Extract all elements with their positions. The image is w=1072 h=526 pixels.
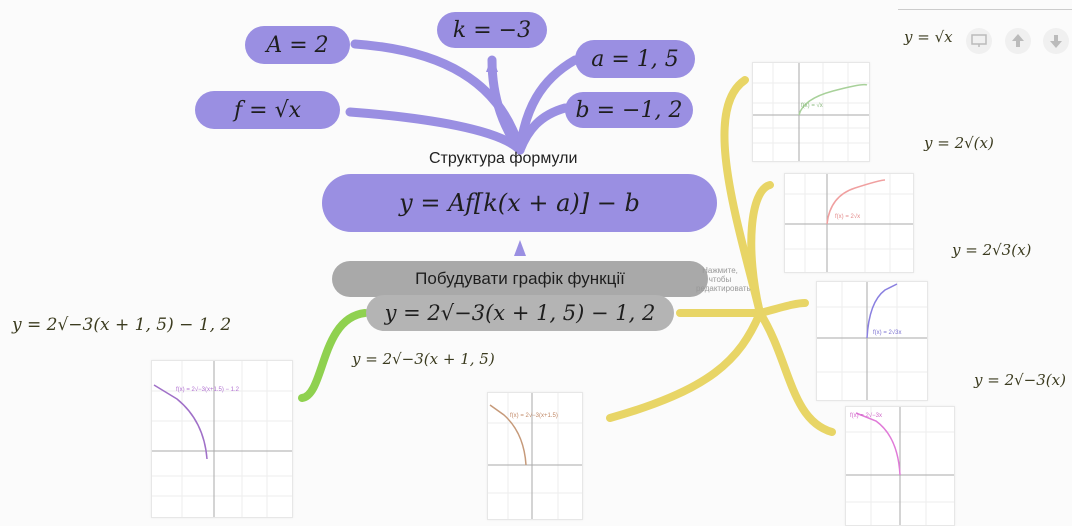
param-b-pill[interactable]: b = −1, 2 xyxy=(565,92,693,128)
thumb-label-1: f(x) = √x xyxy=(801,103,823,109)
edit-hint: Нажмите, чтобы редактировать xyxy=(696,266,751,293)
upload-icon[interactable] xyxy=(1005,28,1031,54)
graph-thumb-2sqrt3[interactable]: f(x) = 2√3x xyxy=(816,281,928,401)
presentation-icon[interactable] xyxy=(966,28,992,54)
graph-thumb-sqrt[interactable]: f(x) = √x xyxy=(752,62,870,162)
thumb-label-2: f(x) = 2√x xyxy=(835,214,861,220)
graph-thumb-final[interactable]: f(x) = 2√−3(x+1.5) − 1.2 xyxy=(151,360,293,518)
structure-formula-box[interactable]: y = Af[k(x + a)] − b xyxy=(322,174,717,232)
build-title: Побудувати графік функції xyxy=(415,269,625,288)
structure-title: Структура формули xyxy=(429,150,578,167)
param-a-pill[interactable]: a = 1, 5 xyxy=(575,40,695,78)
label-right-1: y = 2√(x) xyxy=(924,134,994,152)
thumb-label-3: f(x) = 2√3x xyxy=(873,330,902,336)
graph-thumb-2sqrt[interactable]: f(x) = 2√x xyxy=(784,173,914,273)
label-right-top: y = √x xyxy=(904,28,953,46)
param-A-pill[interactable]: A = 2 xyxy=(245,26,350,64)
build-formula-box[interactable]: y = 2√−3(x + 1, 5) − 1, 2 xyxy=(366,295,674,331)
build-title-box[interactable]: Побудувати графік функції xyxy=(332,261,708,297)
thumb-label-5: f(x) = 2√−3(x+1.5) xyxy=(510,413,558,419)
toolbar-divider xyxy=(898,9,1072,10)
param-f-pill[interactable]: f = √x xyxy=(195,91,340,129)
label-left-main: y = 2√−3(x + 1, 5) − 1, 2 xyxy=(12,315,232,335)
graph-thumb-shifted[interactable]: f(x) = 2√−3(x+1.5) xyxy=(487,392,583,520)
download-icon[interactable] xyxy=(1043,28,1069,54)
thumb-label-4: f(x) = 2√−3x xyxy=(850,413,882,419)
label-right-2: y = 2√3(x) xyxy=(952,241,1032,259)
param-k-pill[interactable]: k = −3 xyxy=(437,12,547,48)
thumb-label-6: f(x) = 2√−3(x+1.5) − 1.2 xyxy=(176,387,239,393)
label-left-mid: y = 2√−3(x + 1, 5) xyxy=(352,350,495,368)
graph-thumb-2sqrt-neg3[interactable]: f(x) = 2√−3x xyxy=(845,406,955,526)
label-right-3: y = 2√−3(x) xyxy=(974,371,1066,389)
